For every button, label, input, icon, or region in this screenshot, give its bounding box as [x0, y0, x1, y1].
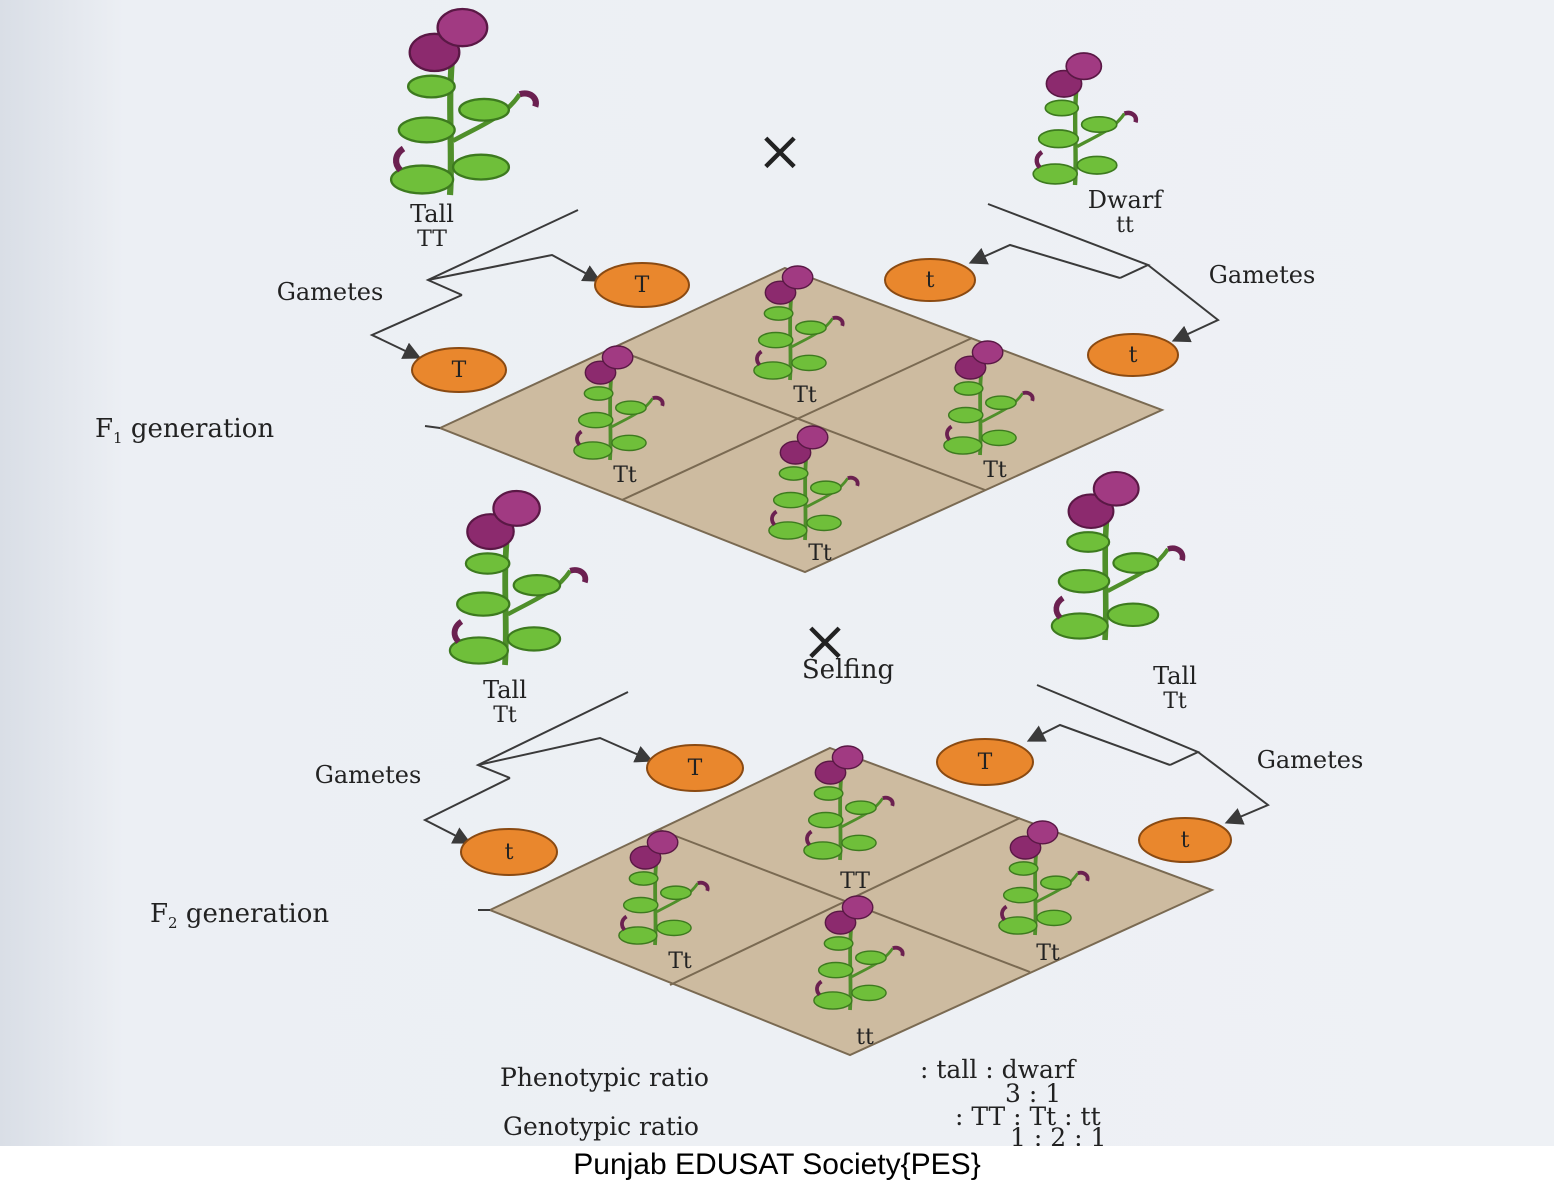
- f1-parent-right-genotype: Tt: [1163, 689, 1187, 714]
- svg-text:T: T: [452, 358, 467, 383]
- f1-genotype-bottom: Tt: [808, 541, 832, 566]
- f2-genotype-top: TT: [840, 869, 870, 894]
- f1-genotype-left: Tt: [613, 463, 637, 488]
- gamete-left-2b: t: [461, 829, 557, 875]
- parent-right-genotype: tt: [1116, 213, 1134, 238]
- cross-symbol-1: ×: [757, 119, 804, 184]
- gamete-right-1b: t: [1088, 334, 1178, 376]
- selfing-label: Selfing: [802, 655, 894, 685]
- gametes-label-right-1: Gametes: [1209, 261, 1316, 289]
- svg-text:t: t: [1129, 343, 1138, 368]
- gamete-left-1a: T: [595, 263, 689, 307]
- gamete-right-2a: T: [937, 739, 1033, 785]
- f1-parent-left-genotype: Tt: [493, 703, 517, 728]
- gamete-right-2b: t: [1139, 818, 1231, 862]
- f2-genotype-left: Tt: [668, 949, 692, 974]
- svg-text:t: t: [1181, 828, 1190, 853]
- parent-left-genotype: TT: [417, 227, 447, 252]
- gametes-label-right-2: Gametes: [1257, 746, 1364, 774]
- svg-text:t: t: [926, 268, 935, 293]
- parent-left-phenotype: Tall: [410, 200, 454, 228]
- f1-parent-right-phenotype: Tall: [1153, 662, 1197, 690]
- svg-text:t: t: [505, 840, 514, 865]
- f2-genotype-right: Tt: [1036, 941, 1060, 966]
- gamete-left-2a: T: [647, 745, 743, 791]
- footer-credit: Punjab EDUSAT Society{PES}: [0, 1146, 1554, 1183]
- phenotypic-ratio-label: Phenotypic ratio: [500, 1063, 709, 1092]
- f2-genotype-bottom: tt: [856, 1025, 874, 1050]
- svg-text:T: T: [635, 273, 650, 298]
- genotypic-ratio-label: Genotypic ratio: [503, 1112, 699, 1141]
- f1-generation-label: F1 generation: [95, 414, 274, 447]
- f1-genotype-top: Tt: [793, 383, 817, 408]
- parent-right-phenotype: Dwarf: [1088, 186, 1165, 214]
- f1-genotype-right: Tt: [983, 458, 1007, 483]
- svg-text:T: T: [688, 756, 703, 781]
- gamete-left-1b: T: [412, 348, 506, 392]
- gametes-label-left-1: Gametes: [277, 278, 384, 306]
- genotypic-ratio-values: 1 : 2 : 1: [1010, 1123, 1106, 1146]
- svg-text:T: T: [978, 750, 993, 775]
- gametes-label-left-2: Gametes: [315, 761, 422, 789]
- f1-parent-left-phenotype: Tall: [483, 676, 527, 704]
- gamete-right-1a: t: [885, 259, 975, 301]
- f2-generation-label: F2 generation: [150, 899, 329, 932]
